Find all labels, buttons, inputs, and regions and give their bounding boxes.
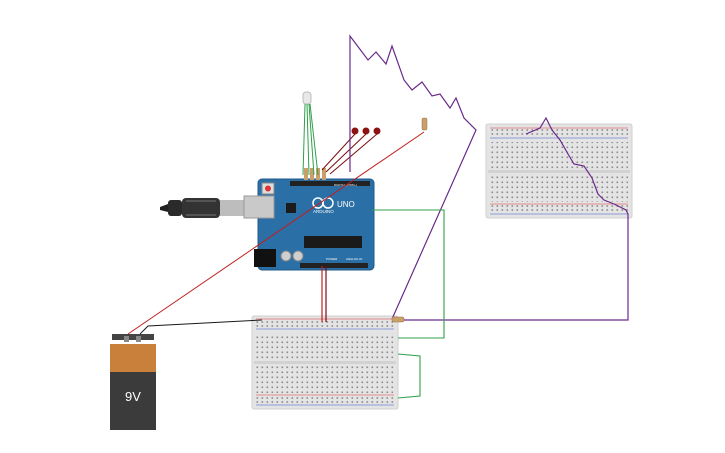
wire-purple-right[interactable]: [400, 116, 629, 321]
arduino-model-label: UNO: [337, 200, 355, 209]
battery-9v[interactable]: 9V: [110, 334, 156, 430]
wire-green-a[interactable]: [372, 209, 445, 339]
red-led-3[interactable]: [329, 127, 381, 175]
power-rail-bottom: [490, 205, 628, 213]
battery-terminal-negative: [136, 336, 141, 342]
capacitor-2: [292, 250, 304, 262]
arduino-brand-label: ARDUINO: [313, 209, 334, 214]
battery-terminal-positive: [124, 336, 129, 342]
battery-top-band: [110, 344, 156, 372]
breadboard-top-right[interactable]: [485, 123, 633, 219]
atmega-chip: [304, 236, 362, 248]
digital-header: [290, 181, 370, 186]
wire-red-battery[interactable]: [127, 131, 425, 335]
terminal-strip-lower: [490, 175, 628, 202]
power-rail-bottom: [256, 396, 394, 404]
resistor-top[interactable]: [421, 117, 428, 131]
center-channel: [254, 361, 396, 364]
terminal-strip-upper: [256, 333, 394, 360]
battery-label: 9V: [125, 389, 141, 404]
resistor: [310, 168, 314, 180]
wire-green-b[interactable]: [397, 353, 421, 399]
analog-header-label: ANALOG IN: [346, 257, 362, 261]
terminal-strip-upper: [490, 142, 628, 169]
wire-purple-main[interactable]: [349, 34, 477, 320]
power-rail-top: [490, 129, 628, 137]
red-led-2[interactable]: [325, 127, 370, 173]
usb-cable[interactable]: [160, 198, 244, 218]
terminal-strip-lower: [256, 366, 394, 393]
red-led-1[interactable]: [321, 127, 359, 171]
breadboard-bottom[interactable]: [251, 315, 399, 410]
resistor: [304, 168, 308, 180]
arduino-uno-board[interactable]: ARDUINO UNO DIGITAL (PWM~) POWER ANALOG …: [243, 178, 375, 271]
red-led-group[interactable]: [321, 127, 381, 175]
battery-body: [110, 372, 156, 430]
battery-terminals: [112, 334, 154, 340]
power-rail-top: [256, 320, 394, 328]
power-header-label: POWER: [326, 257, 338, 261]
rgb-led[interactable]: [302, 91, 319, 176]
usb-chip: [286, 203, 296, 213]
resistor: [322, 168, 326, 180]
power-jack: [254, 249, 276, 267]
wire-black-battery[interactable]: [139, 319, 263, 335]
center-channel: [488, 170, 630, 173]
usb-port: [243, 195, 275, 219]
resistor-bottom[interactable]: [391, 316, 405, 323]
power-analog-header: [300, 263, 368, 268]
capacitor-1: [280, 250, 292, 262]
